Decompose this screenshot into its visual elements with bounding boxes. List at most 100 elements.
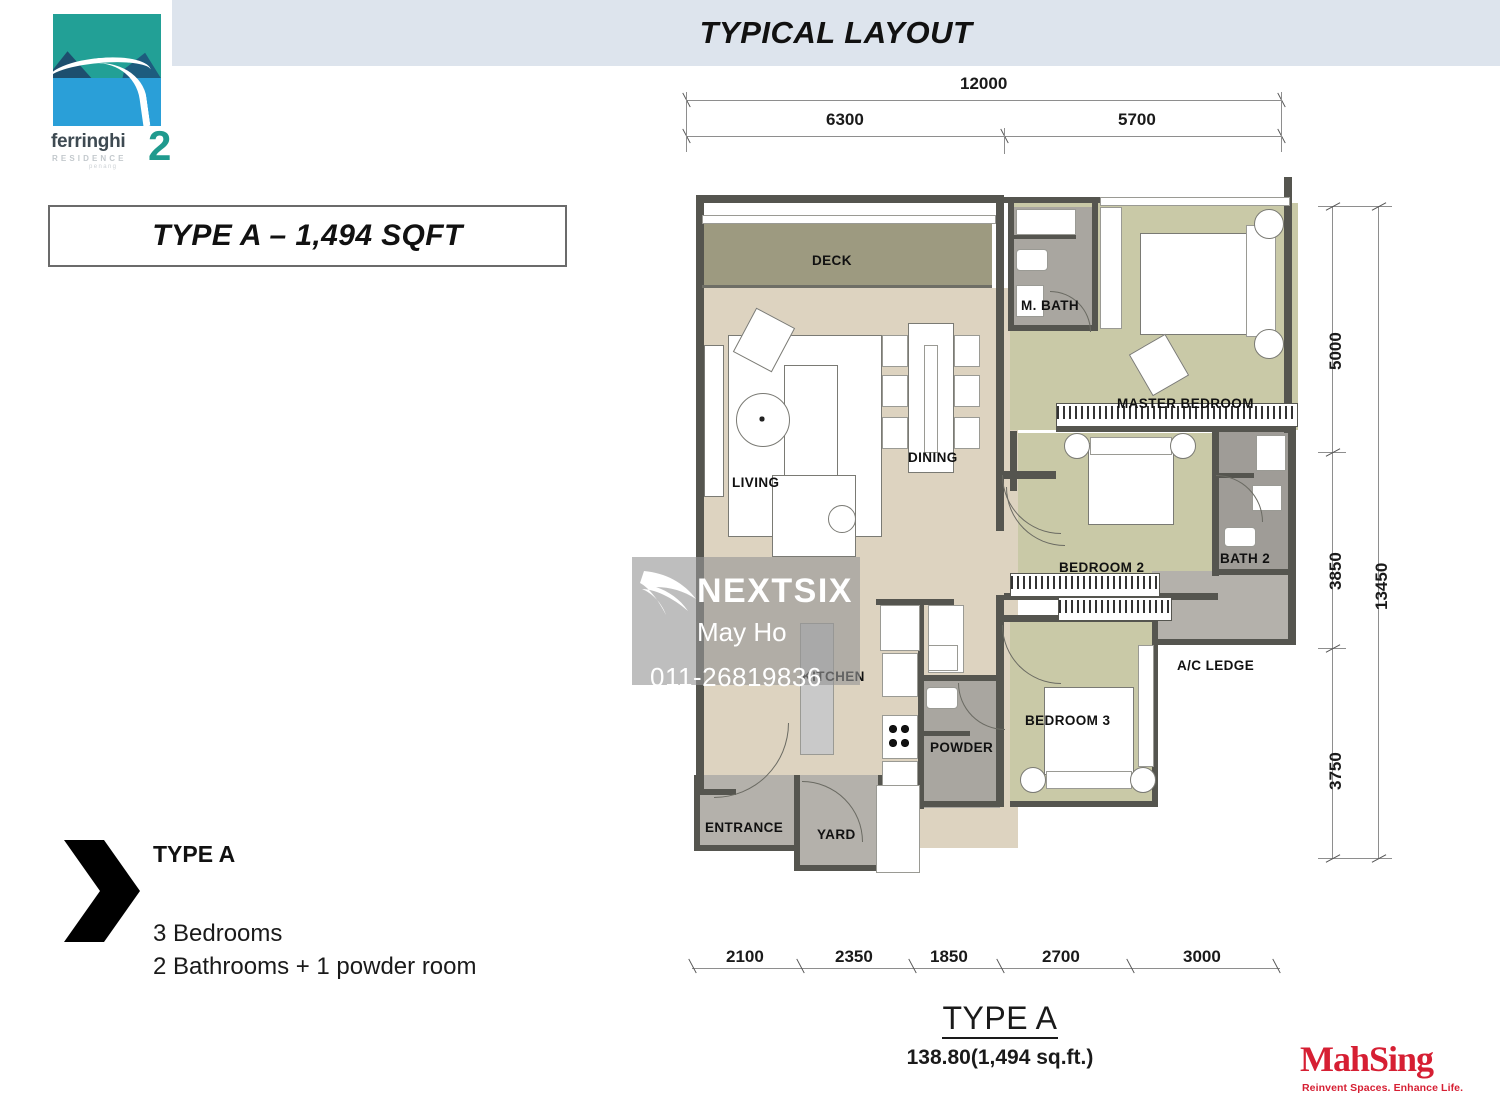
furniture-wardrobe bbox=[1100, 207, 1122, 329]
furniture-dining-chair bbox=[954, 417, 980, 449]
furniture-nightstand bbox=[1020, 767, 1046, 793]
floorplan-drawing: DECK LIVING DINING KITCHEN ENTRANCE YARD… bbox=[680, 175, 1320, 875]
furniture-dining-chair bbox=[882, 375, 908, 407]
wall-yard-bottom bbox=[794, 865, 884, 871]
dim-tick bbox=[1126, 958, 1135, 974]
wall-kitchen-top bbox=[876, 599, 954, 605]
room-label-master-bedroom: MASTER BEDROOM bbox=[1117, 396, 1254, 411]
watermark-brand: NEXTSIX bbox=[697, 572, 853, 610]
dim-ext bbox=[1318, 858, 1392, 859]
wall-mbath-right bbox=[1092, 203, 1098, 331]
furniture-headboard3 bbox=[1046, 771, 1132, 789]
page-title: TYPICAL LAYOUT bbox=[699, 15, 973, 50]
dim-tick bbox=[996, 958, 1005, 974]
wall-right-bath2 bbox=[1288, 431, 1296, 576]
wall-hall-right-top bbox=[996, 203, 1004, 471]
dim-right-mid: 3850 bbox=[1326, 552, 1345, 590]
furniture-headboard2 bbox=[1090, 437, 1172, 455]
deck-balustrade bbox=[702, 215, 996, 224]
wall-top-seg2 bbox=[996, 197, 1112, 203]
furniture-dining-chair bbox=[882, 417, 908, 449]
room-label-powder: POWDER bbox=[930, 740, 994, 755]
room-ac-ledge bbox=[1152, 571, 1296, 643]
furniture-wardrobe-3 bbox=[1138, 645, 1154, 767]
dim-tick bbox=[908, 958, 917, 974]
railing-bedroom3 bbox=[1058, 597, 1172, 621]
dim-ext bbox=[1281, 92, 1282, 152]
wall-right-acledge bbox=[1288, 571, 1296, 645]
room-label-bedroom3: BEDROOM 3 bbox=[1025, 713, 1111, 728]
wall-outer-left bbox=[696, 195, 704, 795]
room-label-entrance: ENTRANCE bbox=[705, 820, 784, 835]
dim-line-right-inner bbox=[1332, 206, 1333, 648]
fixture-shower-2 bbox=[1256, 435, 1286, 471]
furniture-dining-chair bbox=[882, 335, 908, 367]
wall-entrance-left bbox=[694, 775, 700, 851]
dim-bottom-1: 2100 bbox=[726, 947, 764, 966]
room-label-yard: YARD bbox=[817, 827, 856, 842]
wall-bath2-inner bbox=[1218, 473, 1254, 478]
logo-subtitle: RESIDENCE bbox=[52, 154, 127, 163]
watermark-phone: 011-26819836 bbox=[650, 662, 822, 692]
room-label-m-bath: M. BATH bbox=[1021, 298, 1080, 313]
wall-mbath-inner bbox=[1014, 235, 1076, 239]
furniture-plant-icon bbox=[752, 409, 772, 429]
watermark-agent-name: May Ho bbox=[697, 617, 787, 647]
wall-outer-top bbox=[696, 195, 996, 203]
fixture-sink bbox=[882, 653, 918, 697]
furniture-bed2 bbox=[1088, 443, 1174, 525]
logo-numeral: 2 bbox=[148, 122, 172, 169]
dim-tick bbox=[1272, 958, 1281, 974]
furniture-bed3 bbox=[1044, 687, 1134, 775]
wall-yard-left bbox=[794, 775, 800, 871]
chevron-right-icon bbox=[62, 837, 142, 945]
wall-bath2-left bbox=[1212, 431, 1219, 576]
type-title-label: TYPE A – 1,494 SQFT bbox=[152, 219, 463, 252]
furniture-tv-console bbox=[704, 345, 724, 497]
wall-powder-mid bbox=[920, 731, 970, 736]
dim-line-top-split bbox=[686, 136, 1281, 137]
room-label-ac-ledge: A/C LEDGE bbox=[1177, 658, 1255, 673]
counter-kitchen-top bbox=[880, 605, 920, 651]
dim-bottom-4: 2700 bbox=[1042, 947, 1080, 966]
railing-master bbox=[1056, 403, 1298, 427]
type-title-box: TYPE A – 1,494 SQFT bbox=[48, 205, 567, 267]
wall-bath2-bottom bbox=[1212, 569, 1296, 575]
wall-right-master bbox=[1284, 203, 1292, 433]
wall-bedroom3-right bbox=[1152, 621, 1158, 807]
logo-subtitle-2: penang bbox=[89, 164, 118, 170]
furniture-sofa bbox=[784, 365, 838, 487]
ferringhi-residence-logo: ferringhi RESIDENCE penang 2 bbox=[45, 14, 175, 184]
room-label-living: LIVING bbox=[732, 475, 780, 490]
wall-powder-top bbox=[920, 675, 1004, 681]
wall-deck-living bbox=[702, 285, 992, 288]
window-master-top bbox=[1100, 197, 1290, 206]
room-label-bedroom2: BEDROOM 2 bbox=[1059, 560, 1145, 575]
dim-tick bbox=[688, 958, 697, 974]
hob-burner-icon bbox=[888, 723, 910, 749]
mahsing-name: MahSing bbox=[1300, 1039, 1434, 1079]
room-label-dining: DINING bbox=[908, 450, 958, 465]
dim-right-bottom: 3750 bbox=[1326, 752, 1345, 790]
furniture-master-bed bbox=[1140, 233, 1250, 335]
mountain-river-logo-icon bbox=[53, 14, 161, 126]
wall-hall-bottom bbox=[884, 801, 1004, 807]
dim-tick bbox=[796, 958, 805, 974]
dim-bottom-5: 3000 bbox=[1183, 947, 1221, 966]
dim-line-top-overall bbox=[686, 100, 1281, 101]
wall-bedroom2-left bbox=[1010, 431, 1017, 491]
wall-acledge-bottom bbox=[1152, 639, 1296, 645]
summary-bathrooms: 2 Bathrooms + 1 powder room bbox=[153, 953, 477, 980]
yard-grating bbox=[876, 785, 920, 873]
dim-top-left: 6300 bbox=[826, 110, 864, 129]
dim-top-overall: 12000 bbox=[960, 74, 1008, 93]
wall-kitchen-right bbox=[918, 599, 924, 809]
furniture-side-stool bbox=[828, 505, 856, 533]
wall-master-bottom bbox=[1056, 425, 1296, 432]
fixture-basin bbox=[1016, 285, 1044, 317]
wall-mbath-left bbox=[1008, 203, 1014, 331]
dim-line-right-overall bbox=[1378, 206, 1379, 858]
furniture-nightstand bbox=[1130, 767, 1156, 793]
furniture-nightstand bbox=[1170, 433, 1196, 459]
dim-right-top: 5000 bbox=[1326, 332, 1345, 370]
